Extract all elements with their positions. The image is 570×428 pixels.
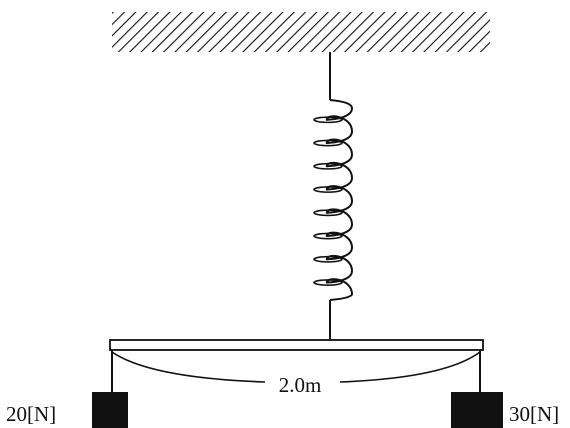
- length-label: 2.0m: [279, 373, 322, 397]
- spring-loop: [313, 279, 343, 286]
- right-weight-label: 30[N]: [509, 402, 559, 426]
- spring-loop: [313, 255, 343, 263]
- spring-coil: [325, 99, 354, 301]
- spring-loop: [313, 209, 343, 217]
- left-weight-block: [92, 392, 128, 428]
- right-weight-block: [451, 392, 503, 428]
- spring-loop: [313, 232, 343, 240]
- spring-loop: [313, 162, 343, 170]
- rigid-bar: [109, 339, 484, 351]
- left-weight-label: 20[N]: [6, 402, 56, 426]
- spring-loop: [313, 116, 343, 124]
- spring-loop: [313, 139, 343, 147]
- spring: [313, 99, 354, 301]
- length-brace-left: [111, 351, 266, 383]
- spring-loop: [313, 186, 343, 193]
- length-brace-right: [339, 351, 481, 383]
- ceiling-support: [112, 12, 490, 52]
